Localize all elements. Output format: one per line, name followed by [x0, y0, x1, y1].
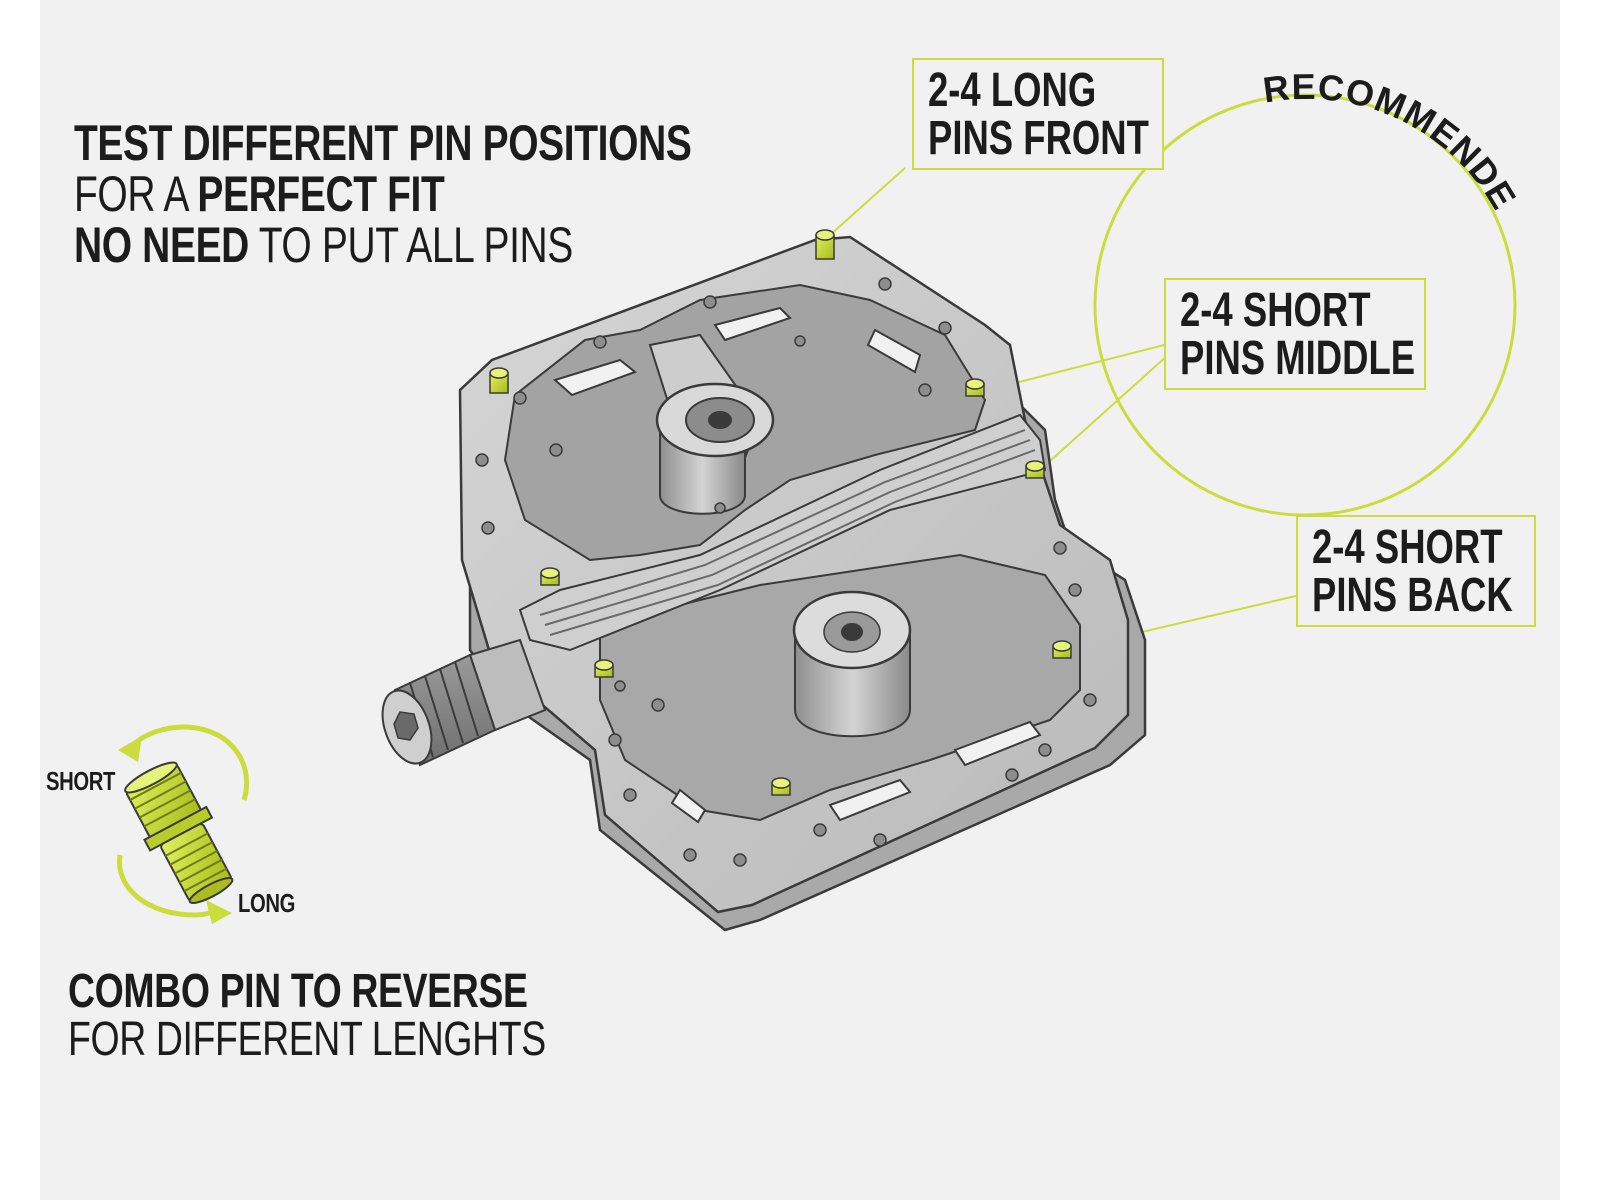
short-label: SHORT [46, 766, 116, 796]
short-pin-back-bottom [771, 777, 791, 796]
arrow-head-top [118, 736, 142, 762]
short-pin-back-left [594, 659, 614, 678]
traction-pins [489, 229, 1072, 796]
pedal-axle [381, 638, 547, 767]
headline-line-3-normal: TO PUT ALL PINS [248, 217, 574, 273]
svg-text:RECOMMENDED: RECOMMENDED [0, 0, 1525, 217]
callout-middle-line-1: 2-4 SHORT [1180, 284, 1371, 337]
pin-holes [475, 277, 1097, 867]
leader-line-front [829, 167, 906, 236]
combo-caption-line-2: FOR DIFFERENT LENGHTS [68, 1013, 546, 1066]
headline: TEST DIFFERENT PIN POSITIONS FOR A PERFE… [74, 115, 692, 271]
leader-line-middle-lower [1039, 354, 1169, 471]
lower-hub [792, 590, 912, 738]
recommended-label: RECOMMENDED [0, 0, 1524, 217]
combo-caption-line-1: COMBO PIN TO REVERSE [68, 965, 528, 1018]
short-pin-middle-right-lower [1025, 460, 1045, 479]
combo-pin-body [124, 761, 234, 904]
short-pin-middle-left [540, 567, 560, 586]
arrow-head-bottom [206, 900, 232, 924]
long-label: LONG [238, 888, 296, 918]
long-pin-front [815, 229, 835, 260]
combo-pin-caption: COMBO PIN TO REVERSE FOR DIFFERENT LENGH… [68, 968, 546, 1064]
headline-line-3-bold: NO NEED [74, 217, 249, 273]
arrow-arc-top [128, 724, 250, 801]
center-bridge [518, 413, 1047, 652]
headline-line-2-bold: PERFECT FIT [197, 166, 445, 222]
upper-hub [655, 382, 775, 515]
long-pin-front-left [489, 367, 509, 394]
short-pin-middle-right [965, 378, 985, 397]
headline-line-1: TEST DIFFERENT PIN POSITIONS [74, 115, 692, 171]
combo-pin-illustration [117, 724, 250, 924]
callout-back-pins: 2-4 SHORT PINS BACK [1296, 515, 1536, 627]
callout-front-line-1: 2-4 LONG [928, 64, 1097, 117]
headline-line-3: NO NEED TO PUT ALL PINS [74, 220, 691, 271]
callout-middle-pins: 2-4 SHORT PINS MIDDLE [1164, 278, 1426, 390]
short-pin-back-right [1052, 640, 1072, 659]
callout-front-pins: 2-4 LONG PINS FRONT [912, 58, 1164, 170]
headline-line-2: FOR A PERFECT FIT [74, 169, 691, 220]
flat-pedal [381, 229, 1147, 932]
headline-line-2-normal: FOR A [74, 166, 198, 222]
